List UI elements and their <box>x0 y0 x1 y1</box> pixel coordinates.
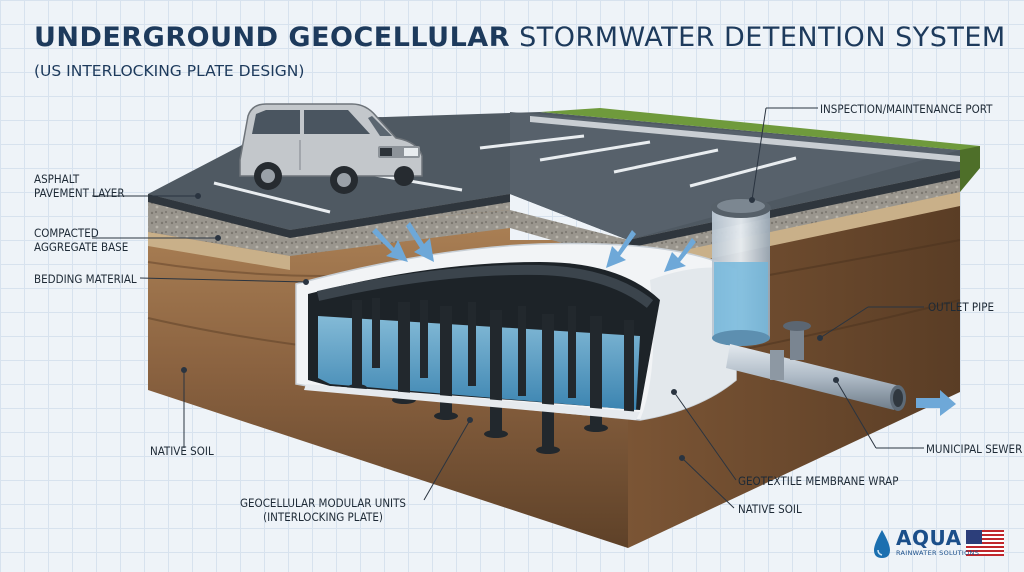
label-geocellular-line2: (INTERLOCKING PLATE) <box>263 510 383 524</box>
label-inspection-port: INSPECTION/MAINTENANCE PORT <box>820 102 993 116</box>
label-bedding: BEDDING MATERIAL <box>34 272 137 286</box>
label-municipal-sewer: MUNICIPAL SEWER <box>926 442 1023 456</box>
suv-car <box>239 103 423 194</box>
page-title: UNDERGROUND GEOCELLULAR STORMWATER DETEN… <box>34 22 1006 53</box>
logo-tagline: RAINWATER SOLUTIONS <box>896 549 980 557</box>
title-light: STORMWATER DETENTION SYSTEM <box>519 22 1006 53</box>
flow-arrows <box>372 222 956 416</box>
label-aggregate-line2: AGGREGATE BASE <box>34 240 129 254</box>
label-aggregate-line1: COMPACTED <box>34 226 99 240</box>
label-asphalt-line2: PAVEMENT LAYER <box>34 186 125 200</box>
label-asphalt-line1: ASPHALT <box>34 172 80 186</box>
label-geotextile: GEOTEXTILE MEMBRANE WRAP <box>738 474 899 488</box>
leader-lines <box>92 107 924 509</box>
logo-name: AQUA <box>896 526 962 550</box>
label-native-soil-right: NATIVE SOIL <box>738 502 802 516</box>
title-bold: UNDERGROUND GEOCELLULAR <box>34 22 510 53</box>
label-aggregate: COMPACTED AGGREGATE BASE <box>34 226 128 254</box>
cell-cavity <box>304 262 660 454</box>
page-subtitle: (US INTERLOCKING PLATE DESIGN) <box>34 62 305 80</box>
logo-art <box>874 530 1004 558</box>
outlet-pipe <box>726 321 906 411</box>
label-geocellular: GEOCELLULAR MODULAR UNITS (INTERLOCKING … <box>240 496 406 524</box>
us-flag-icon <box>966 530 1004 556</box>
label-outlet-pipe: OUTLET PIPE <box>928 300 994 314</box>
label-geocellular-line1: GEOCELLULAR MODULAR UNITS <box>240 496 406 510</box>
label-native-soil-left: NATIVE SOIL <box>150 444 214 458</box>
inspection-port <box>711 198 771 346</box>
label-asphalt: ASPHALT PAVEMENT LAYER <box>34 172 125 200</box>
brand-logo: AQUA RAINWATER SOLUTIONS <box>872 526 1012 564</box>
